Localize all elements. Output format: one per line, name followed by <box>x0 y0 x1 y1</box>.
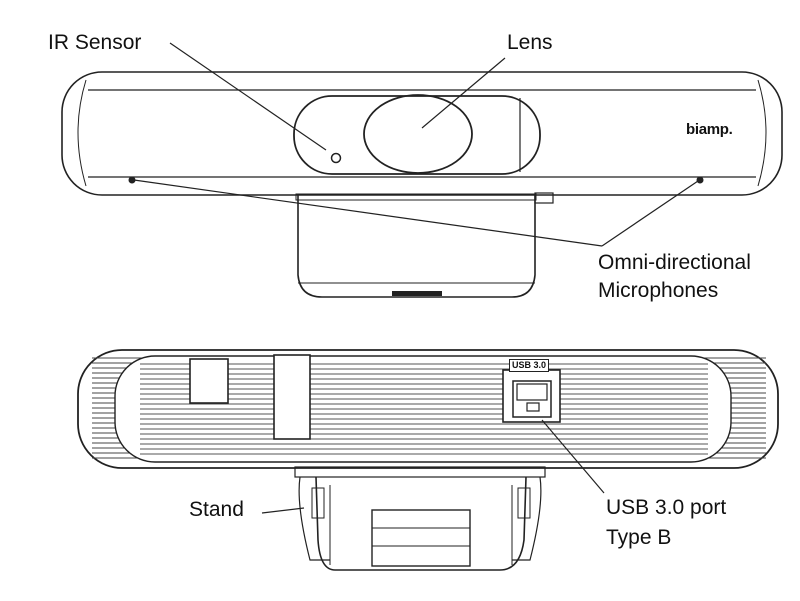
usb-port <box>512 380 552 418</box>
label-lens: Lens <box>507 31 553 54</box>
ir-sensor-dot <box>330 152 342 164</box>
label-microphones-line2: Microphones <box>598 279 719 302</box>
microphone-left <box>128 176 136 184</box>
label-microphones-line1: Omni-directional <box>598 251 751 274</box>
rear-square-vent <box>189 358 229 404</box>
rear-view <box>77 349 779 571</box>
leader-mic-left <box>133 179 603 247</box>
lens <box>363 94 473 174</box>
leader-stand <box>261 507 305 514</box>
leader-mic-right <box>601 180 699 247</box>
rear-tall-vent <box>273 354 311 440</box>
label-usb-port-line2: Type B <box>606 526 672 549</box>
brand-logo: biamp. <box>686 121 733 138</box>
usb-3-tag: USB 3.0 <box>509 359 550 372</box>
stand <box>294 466 546 571</box>
front-mount <box>297 195 536 298</box>
label-stand: Stand <box>189 498 244 521</box>
front-body <box>61 71 783 196</box>
label-ir-sensor: IR Sensor <box>48 31 142 54</box>
rear-body <box>77 349 779 469</box>
front-view <box>61 42 783 298</box>
lens-housing <box>293 95 541 175</box>
leader-lens <box>421 57 506 129</box>
microphone-right <box>696 176 704 184</box>
leader-ir-sensor <box>169 42 327 151</box>
leader-usb-port <box>541 419 605 494</box>
label-usb-port-line1: USB 3.0 port <box>606 496 727 519</box>
